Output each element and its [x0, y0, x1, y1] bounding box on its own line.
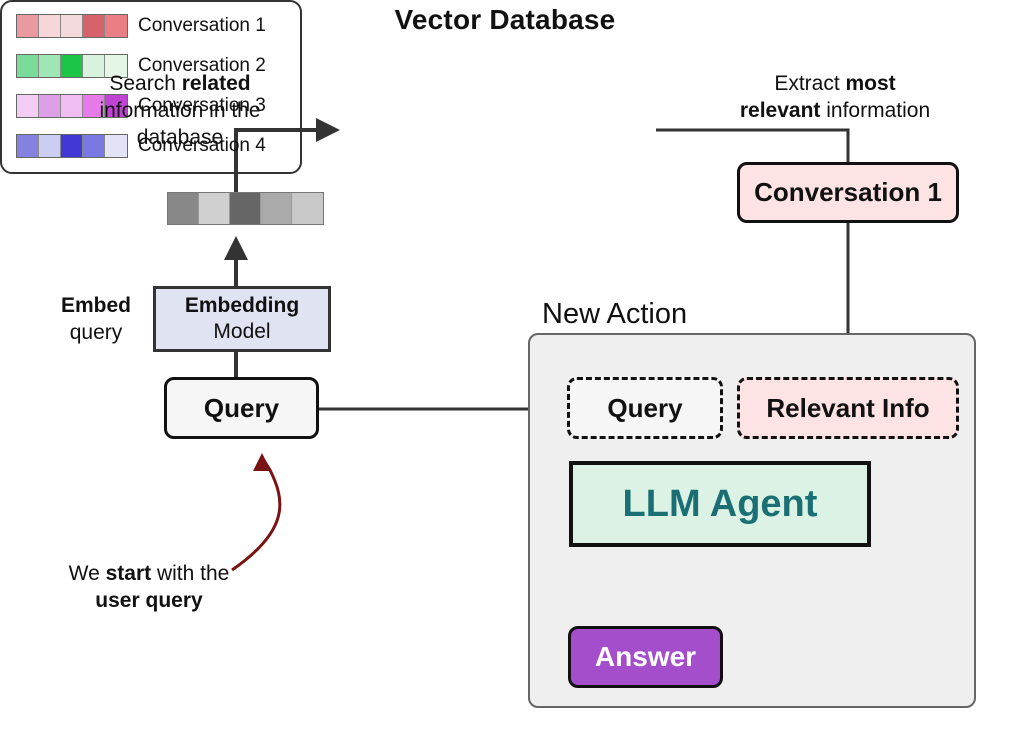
start-note-text: We — [68, 562, 106, 585]
conversation-row: Conversation 4 — [16, 134, 266, 158]
new-action-query-box: Query — [567, 377, 723, 439]
extract-note: Extract most relevant information — [712, 70, 958, 124]
vector-cell — [39, 15, 61, 37]
vector-cell — [83, 95, 105, 117]
query-vector-cell — [292, 193, 323, 224]
conversation-row: Conversation 3 — [16, 94, 266, 118]
search-note-text: Search — [109, 72, 182, 95]
embedding-model-box: Embedding Model — [153, 286, 331, 352]
vector-database-panel: Conversation 1 Conversation 2 Conversati… — [0, 0, 302, 174]
start-note-bold2: user query — [95, 589, 203, 612]
query-vector-cell — [168, 193, 199, 224]
embed-note-text: query — [69, 321, 123, 344]
answer-box: Answer — [568, 626, 723, 688]
vector-database-title: Vector Database — [394, 4, 616, 35]
vector-cell — [39, 95, 61, 117]
connector-db-to-conversation — [656, 128, 850, 162]
vector-cell — [61, 95, 83, 117]
start-note-bold: start — [105, 562, 152, 585]
conversation-row: Conversation 1 — [16, 14, 266, 38]
embedding-model-subtitle: Model — [213, 320, 271, 343]
conversation-label: Conversation 3 — [138, 95, 266, 116]
llm-agent-box: LLM Agent — [569, 461, 871, 547]
vector-cell — [39, 55, 61, 77]
conversation-vector — [16, 54, 128, 78]
search-note-line2: information in the — [99, 99, 261, 122]
vector-cell — [83, 55, 105, 77]
conversation-vector — [16, 134, 128, 158]
search-note-bold: related — [181, 72, 251, 95]
vector-cell — [83, 135, 105, 157]
vector-cell — [105, 95, 127, 117]
extract-note-text: Extract — [774, 72, 846, 95]
embedding-model-title: Embedding — [184, 294, 300, 317]
vector-cell — [61, 55, 83, 77]
vector-cell — [105, 15, 127, 37]
vector-cell — [17, 15, 39, 37]
query-box: Query — [164, 377, 319, 439]
vector-cell — [17, 55, 39, 77]
search-note-line3: database — [136, 126, 224, 149]
query-vector-cell — [230, 193, 261, 224]
query-embedding-vector — [167, 192, 324, 225]
query-vector-cell — [199, 193, 230, 224]
conversation-vector — [16, 14, 128, 38]
start-arrow — [231, 453, 282, 572]
vector-cell — [105, 135, 127, 157]
query-vector-cell — [261, 193, 292, 224]
conversation-label: Conversation 1 — [138, 15, 266, 36]
start-note: We start with the user query — [34, 560, 264, 614]
conversation-label: Conversation 4 — [138, 135, 266, 156]
vector-cell — [17, 135, 39, 157]
vector-cell — [61, 15, 83, 37]
conversation-label: Conversation 2 — [138, 55, 266, 76]
search-note: Search related information in the databa… — [80, 70, 280, 151]
conversation-row: Conversation 2 — [16, 54, 266, 78]
vector-cell — [83, 15, 105, 37]
vector-cell — [39, 135, 61, 157]
embed-note: Embed query — [48, 292, 144, 346]
new-action-title: New Action — [542, 298, 688, 330]
retrieved-conversation-box: Conversation 1 — [737, 162, 959, 223]
extract-note-bold2: relevant — [739, 99, 821, 122]
vector-cell — [105, 55, 127, 77]
extract-note-bold: most — [845, 72, 896, 95]
vector-cell — [61, 135, 83, 157]
conversation-vector — [16, 94, 128, 118]
relevant-info-box: Relevant Info — [737, 377, 959, 439]
vector-cell — [17, 95, 39, 117]
start-note-mid: with the — [151, 562, 230, 585]
arrow-search-database — [234, 118, 340, 192]
embed-note-bold: Embed — [60, 294, 131, 317]
extract-note-rest: information — [820, 99, 931, 122]
